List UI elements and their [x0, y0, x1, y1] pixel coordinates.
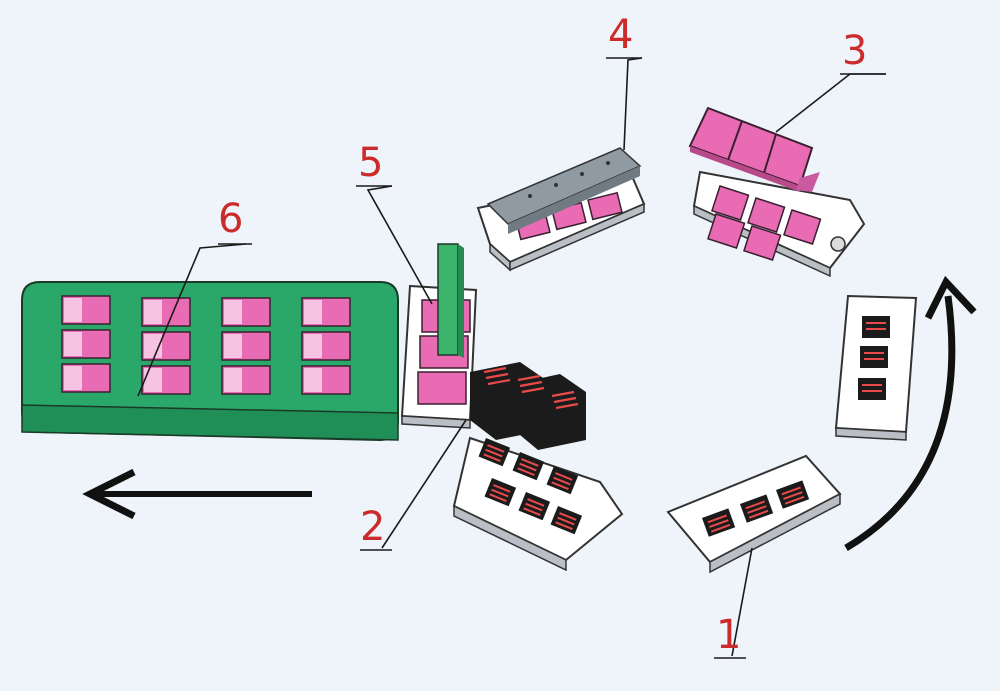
label-6: 6: [218, 196, 243, 242]
left-flow-arrow: [82, 468, 312, 520]
curved-flow-arrow: [844, 275, 977, 552]
station-4-press-tray: [476, 147, 646, 272]
station-1-chip-tray: [666, 454, 842, 574]
chip-pads-2: [478, 438, 583, 535]
pink-film-sheet: [688, 106, 820, 192]
station-6-conveyor: [21, 281, 399, 442]
station-2-chip-tray: [452, 362, 624, 572]
station-right-tray: [834, 294, 918, 441]
label-2: 2: [360, 504, 385, 550]
conveyor-pad-grid: [61, 295, 351, 395]
black-chip-blocks: [470, 362, 586, 450]
press-arm: [437, 243, 459, 356]
station-3-film-tray: [688, 106, 866, 278]
label-3: 3: [842, 28, 867, 74]
leader-lines: [137, 57, 886, 659]
label-1: 1: [716, 612, 741, 658]
label-5: 5: [358, 140, 383, 186]
label-4: 4: [608, 12, 633, 58]
station-5-press-tray: [400, 243, 478, 429]
